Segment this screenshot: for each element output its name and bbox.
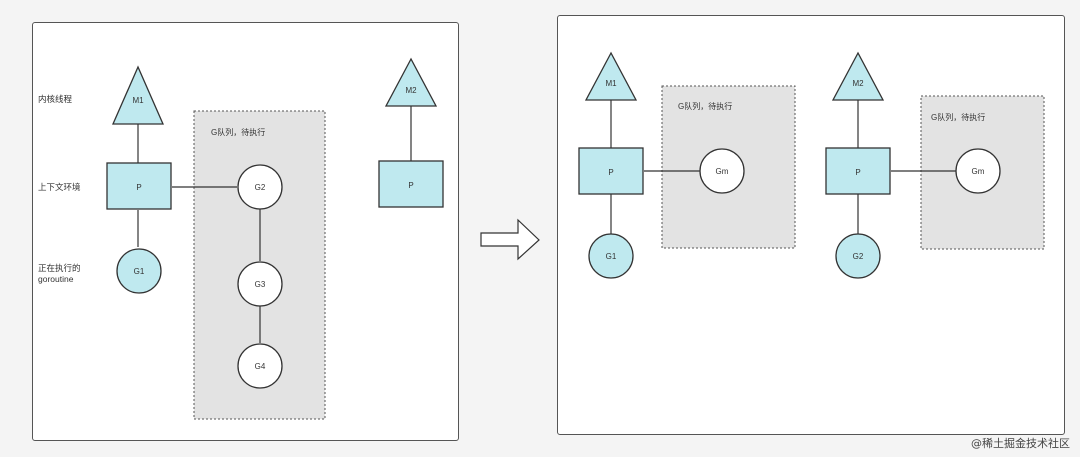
machine-m1-label: M1 xyxy=(132,96,144,105)
group2-processor-box xyxy=(825,147,891,195)
group1-queue-item-circle xyxy=(699,148,745,194)
label-context: 上下文环境 xyxy=(38,182,81,192)
machine-m1-triangle xyxy=(112,65,164,125)
left-diagram: 内核线程 上下文环境 正在执行的 goroutine G队列，待执行 M1 P … xyxy=(38,57,444,420)
processor-p-box xyxy=(106,162,172,210)
group2-queue-item-circle xyxy=(955,148,1001,194)
group1-goroutine-circle xyxy=(588,233,634,279)
right-diagram: G队列，待执行 M1 P G1 Gm G队列，待执行 M2 P G2 Gm xyxy=(578,51,1045,279)
goroutine-g3-circle xyxy=(237,261,283,307)
goroutine-g2-label: G2 xyxy=(255,183,266,192)
goroutine-g2-circle xyxy=(237,164,283,210)
right-panel: G队列，待执行 M1 P G1 Gm G队列，待执行 M2 P G2 Gm xyxy=(557,15,1065,435)
goroutine-g1-label: G1 xyxy=(134,267,145,276)
group1-goroutine-label: G1 xyxy=(606,252,617,261)
processor-p2-label: P xyxy=(408,181,413,190)
group1-processor-label: P xyxy=(608,168,613,177)
goroutine-g4-circle xyxy=(237,343,283,389)
processor-p2-box xyxy=(378,160,444,208)
group2-machine-triangle xyxy=(831,51,885,101)
goroutine-g3-label: G3 xyxy=(255,280,266,289)
transition-arrow-icon xyxy=(480,218,540,261)
group1-queue-item-label: Gm xyxy=(716,167,729,176)
g-queue-title: G队列，待执行 xyxy=(211,127,265,137)
group1-queue-title: G队列，待执行 xyxy=(678,101,732,111)
label-kernel-thread: 内核线程 xyxy=(38,94,73,104)
group2-queue-item-label: Gm xyxy=(972,167,985,176)
group2-goroutine-label: G2 xyxy=(853,252,864,261)
goroutine-g1-circle xyxy=(116,248,162,294)
group2-queue-title: G队列，待执行 xyxy=(931,112,985,122)
label-running-line2: goroutine xyxy=(38,274,74,284)
group2-processor-label: P xyxy=(855,168,860,177)
machine-m2-label: M2 xyxy=(405,86,417,95)
group2-machine-label: M2 xyxy=(852,79,864,88)
group1-machine-label: M1 xyxy=(605,79,617,88)
group1-processor-box xyxy=(578,147,644,195)
machine-m2-triangle xyxy=(384,57,438,107)
goroutine-g4-label: G4 xyxy=(255,362,266,371)
group2-goroutine-circle xyxy=(835,233,881,279)
watermark: @稀土掘金技术社区 xyxy=(971,437,1070,450)
processor-p-label: P xyxy=(136,183,141,192)
left-panel: 内核线程 上下文环境 正在执行的 goroutine G队列，待执行 M1 P … xyxy=(32,22,459,441)
group1-machine-triangle xyxy=(584,51,638,101)
label-running-line1: 正在执行的 xyxy=(38,263,81,273)
